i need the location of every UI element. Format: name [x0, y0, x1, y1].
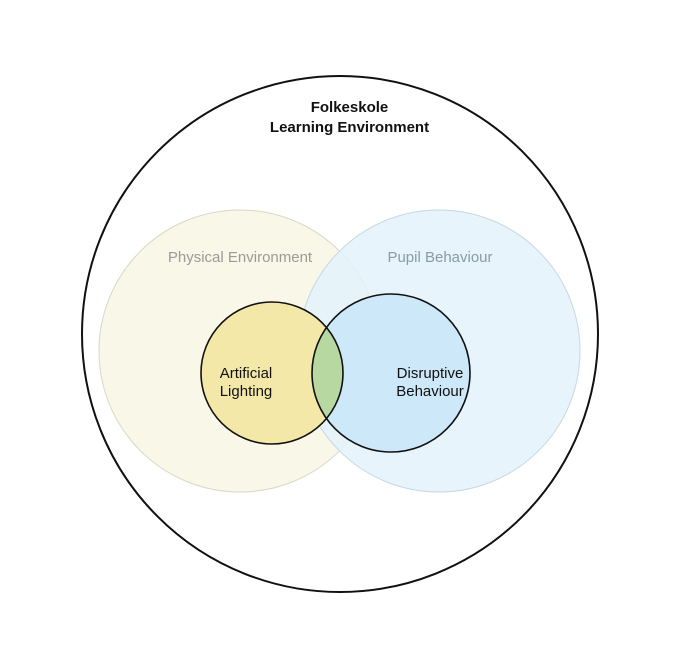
title-line-2: Learning Environment — [269, 119, 430, 136]
title-line-1: Folkeskole — [310, 99, 389, 116]
disruptive-behaviour-label-line-2: Behaviour — [396, 383, 464, 400]
artificial-lighting-outline — [200, 301, 344, 445]
diagram-title: Folkeskole Learning Environment — [0, 98, 699, 138]
disruptive-behaviour-label: Disruptive Behaviour — [380, 365, 480, 401]
artificial-lighting-label: Artificial Lighting — [196, 365, 296, 401]
physical-environment-label: Physical Environment — [167, 249, 313, 266]
artificial-lighting-label-line-2: Lighting — [219, 383, 273, 400]
artificial-lighting-label-line-1: Artificial — [219, 365, 273, 382]
pupil-behaviour-label: Pupil Behaviour — [387, 249, 493, 266]
disruptive-behaviour-label-line-1: Disruptive — [396, 365, 464, 382]
disruptive-behaviour-outline — [311, 293, 471, 453]
artificial-lighting-circle — [201, 302, 343, 444]
disruptive-behaviour-circle — [312, 294, 470, 452]
